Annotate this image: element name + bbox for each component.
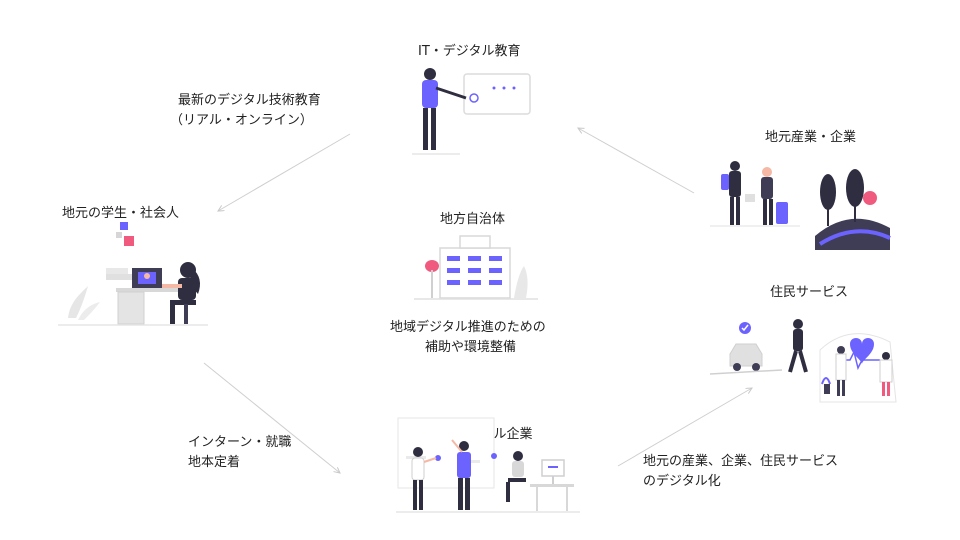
municipality-desc-line1: 地域デジタル推進のための <box>390 320 546 335</box>
local-business-illustration <box>710 161 891 250</box>
arrow-it-company-to-services <box>617 388 752 467</box>
edge-label-education-line1: 最新のデジタル技術教育 <box>178 93 321 108</box>
node-title-municipality: 地方自治体 <box>440 212 506 227</box>
municipality-desc-line2: 補助や環境整備 <box>425 340 517 355</box>
local-it-company-illustration <box>396 417 580 513</box>
arrow-business-to-education <box>578 128 695 194</box>
node-title-it-education: IT・デジタル教育 <box>418 44 521 59</box>
local-students-illustration <box>58 222 208 326</box>
edge-label-intern-line1: インターン・就職 <box>188 435 292 450</box>
node-title-local-business: 地元産業・企業 <box>765 130 857 145</box>
edge-label-digitalization-line2: のデジタル化 <box>643 474 721 489</box>
edge-label-digitalization-line1: 地元の産業、企業、住民サービス <box>643 454 839 469</box>
it-education-illustration <box>412 68 531 155</box>
arrow-students-to-it-company <box>203 362 340 473</box>
resident-services-illustration <box>710 319 897 403</box>
node-title-local-students: 地元の学生・社会人 <box>62 206 180 221</box>
arrow-education-to-students <box>218 133 351 211</box>
municipality-illustration <box>414 235 538 300</box>
edge-label-intern-line2: 地本定着 <box>188 455 241 470</box>
node-title-resident-services: 住民サービス <box>770 285 849 300</box>
edge-label-education-line2: （リアル・オンライン） <box>170 113 313 128</box>
